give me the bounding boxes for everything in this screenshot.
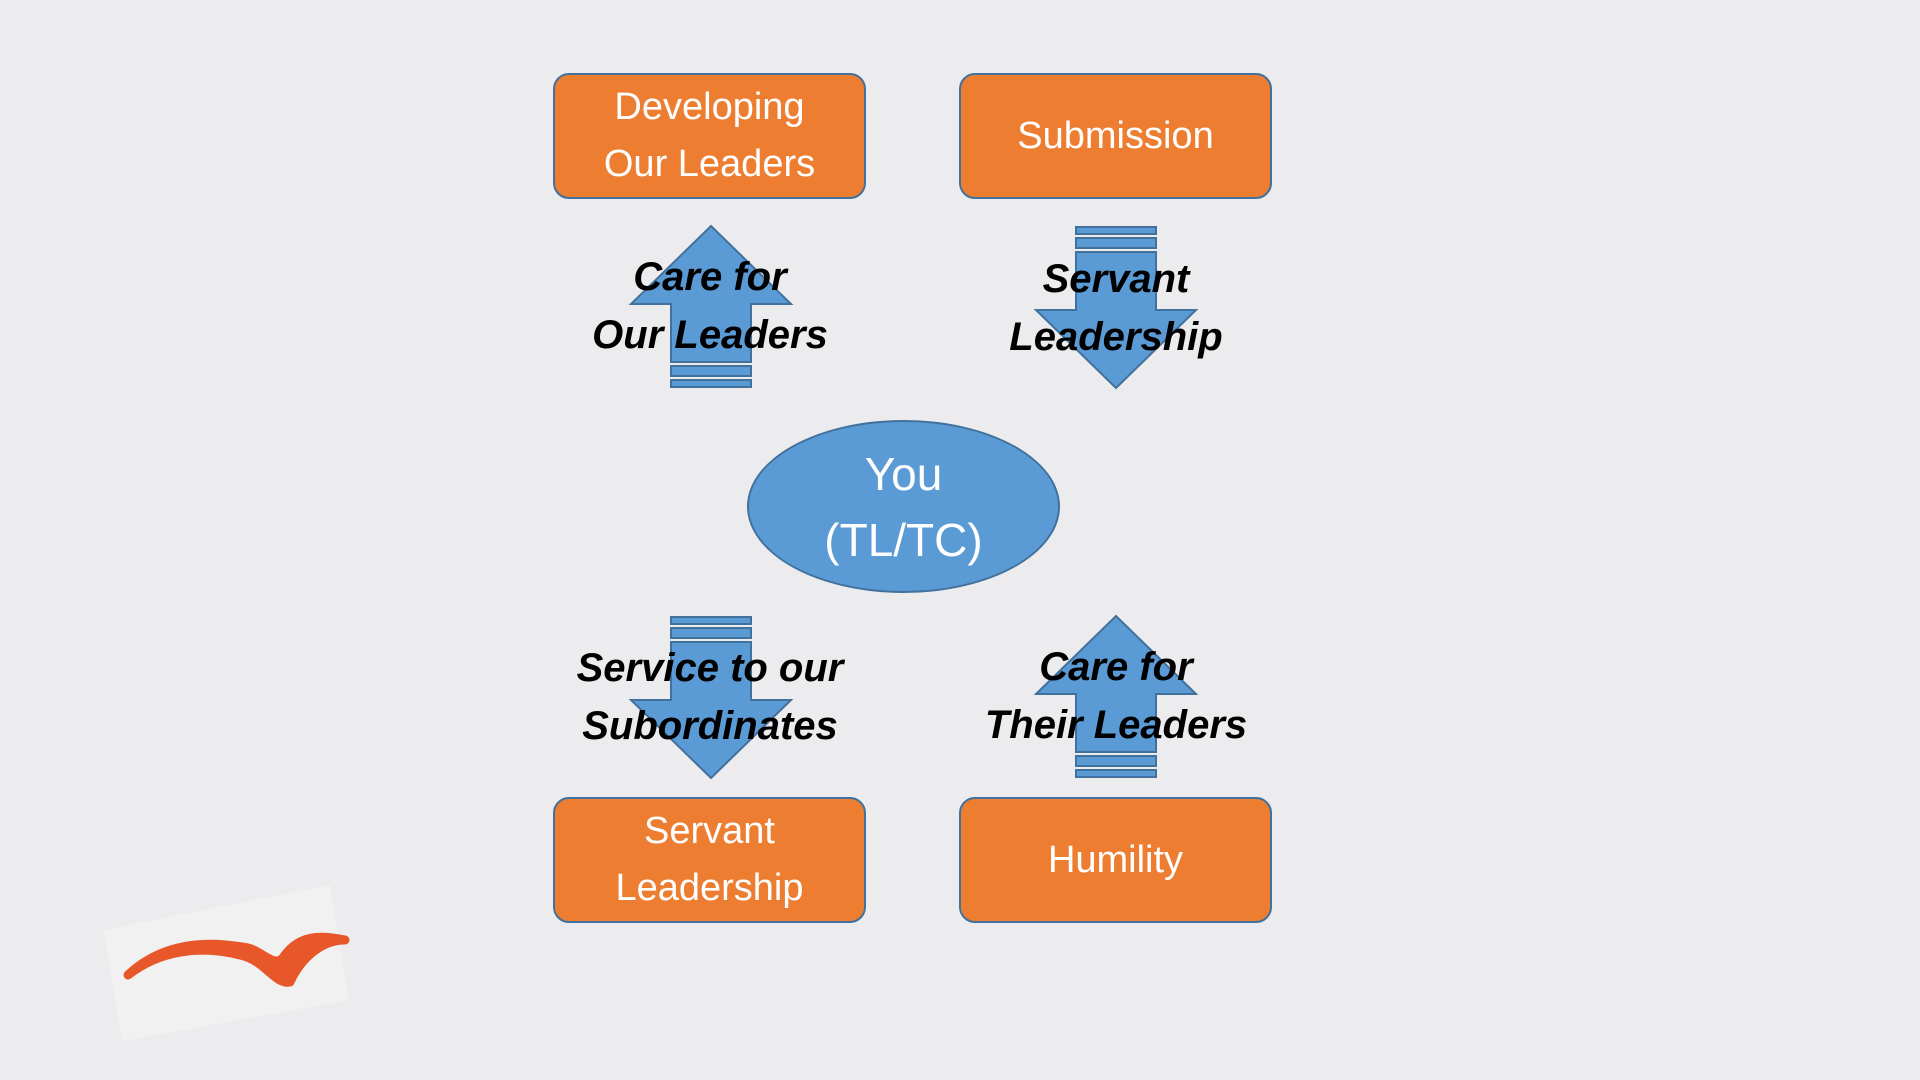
box-text: Our Leaders — [603, 143, 816, 185]
arrow-down-icon — [628, 616, 794, 780]
box-submission: Submission — [959, 73, 1272, 199]
box-text: Servant — [644, 810, 775, 852]
arrow-up-icon — [1033, 614, 1199, 778]
box-humility: Humility — [959, 797, 1272, 923]
arrow-up-icon — [628, 224, 794, 388]
arrow-down-icon — [1033, 226, 1199, 390]
center-ellipse-you: You (TL/TC) — [747, 420, 1060, 593]
seagull-logo — [104, 885, 350, 1041]
center-text: You — [864, 447, 943, 500]
center-text: (TL/TC) — [824, 513, 983, 566]
box-text: Humility — [1047, 838, 1184, 881]
box-text: Developing — [614, 86, 805, 128]
box-text: Leadership — [615, 867, 804, 909]
box-text: Submission — [1017, 114, 1214, 157]
